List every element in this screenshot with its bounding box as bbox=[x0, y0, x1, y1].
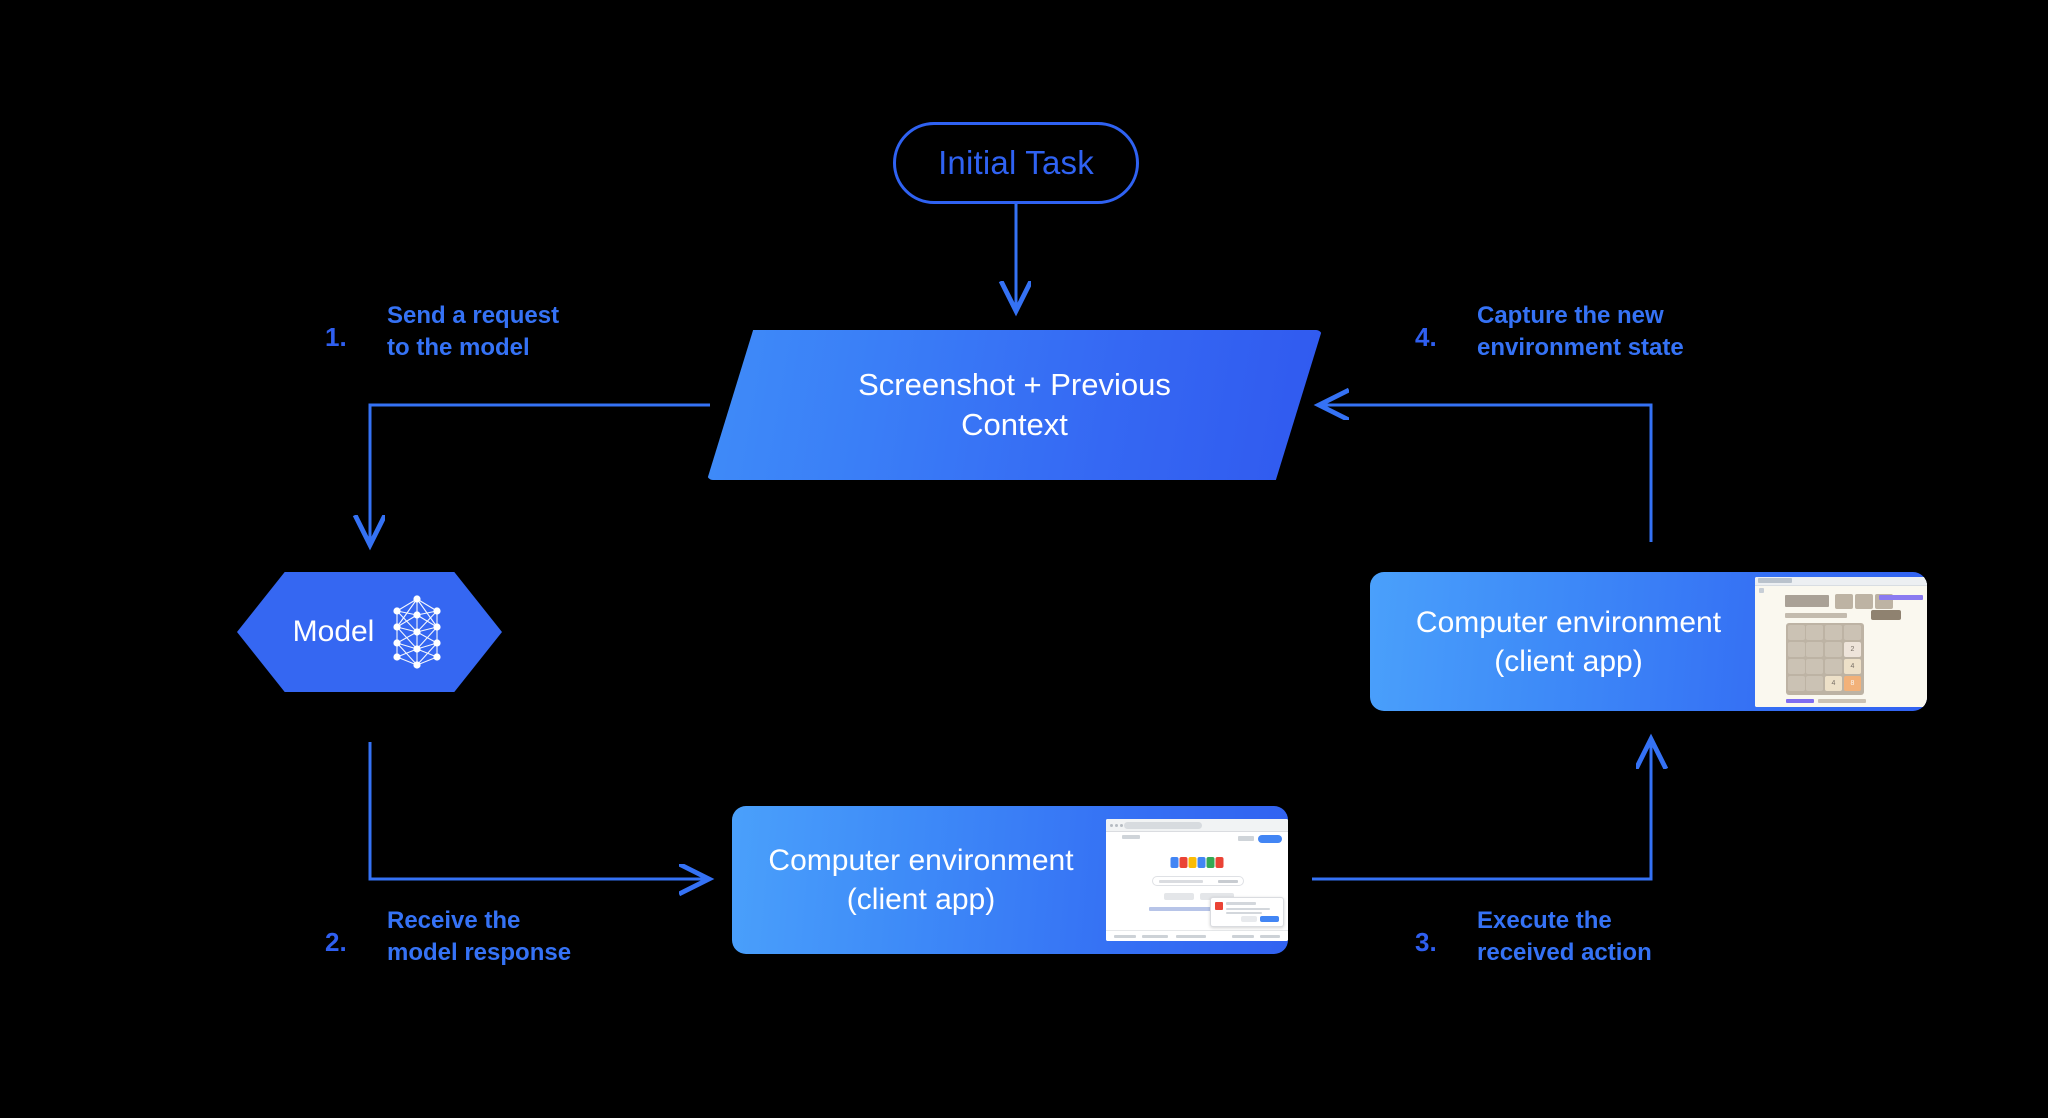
step-3-text: Execute the received action bbox=[1477, 907, 1652, 966]
google-top-links[interactable] bbox=[1238, 836, 1254, 841]
2048-cell bbox=[1788, 658, 1805, 674]
step-2-number: 2. bbox=[325, 927, 347, 957]
model-inner: Model bbox=[237, 572, 502, 692]
2048-cell bbox=[1788, 675, 1805, 691]
2048-tile: 8 bbox=[1844, 675, 1861, 691]
2048-footer-text bbox=[1818, 698, 1866, 703]
2048-cell bbox=[1788, 624, 1805, 640]
2048-tile: 4 bbox=[1844, 658, 1861, 674]
browser-popup-dialog[interactable] bbox=[1210, 897, 1284, 927]
node-initial-task[interactable]: Initial Task bbox=[893, 122, 1139, 204]
google-signin-button[interactable] bbox=[1258, 835, 1282, 843]
thumbnail-google-search[interactable] bbox=[1106, 819, 1288, 941]
computer-env-right-label: Computer environment (client app) bbox=[1388, 603, 1749, 681]
browser-menu-icon bbox=[1759, 587, 1764, 593]
browser-tab-title bbox=[1758, 578, 1792, 583]
2048-cell bbox=[1806, 675, 1823, 691]
2048-tile: 2 bbox=[1844, 641, 1861, 657]
browser-forward-icon[interactable] bbox=[1115, 824, 1118, 827]
popup-cancel-button[interactable] bbox=[1241, 916, 1257, 922]
computer-env-bottom-line1: Computer environment bbox=[768, 844, 1074, 877]
step-1-text: Send a request to the model bbox=[387, 302, 560, 361]
2048-cell bbox=[1806, 641, 1823, 657]
node-screenshot-previous-context[interactable]: Screenshot + Previous Context bbox=[707, 330, 1322, 480]
google-footer-link[interactable] bbox=[1260, 935, 1280, 938]
2048-cell bbox=[1806, 658, 1823, 674]
2048-tile: 4 bbox=[1825, 675, 1842, 691]
2048-board: 2 4 4 8 bbox=[1786, 622, 1864, 695]
computer-env-right-line2: (client app) bbox=[1494, 644, 1643, 678]
computer-env-bottom-line2: (client app) bbox=[846, 883, 996, 916]
2048-header-link[interactable] bbox=[1879, 594, 1923, 600]
context-label-line1: Screenshot + Previous bbox=[858, 367, 1171, 403]
google-footer-link[interactable] bbox=[1232, 935, 1254, 938]
google-logo-icon bbox=[1170, 857, 1224, 868]
arrow-right-env-to-context bbox=[1322, 405, 1653, 542]
2048-cell bbox=[1806, 624, 1823, 640]
browser-tabbar bbox=[1755, 576, 1927, 586]
2048-cell bbox=[1825, 624, 1842, 640]
popup-body-text bbox=[1226, 908, 1270, 910]
step-3-number: 3. bbox=[1415, 927, 1437, 957]
google-search-input[interactable] bbox=[1152, 876, 1244, 886]
browser-bookmark-row bbox=[1122, 835, 1140, 839]
browser-reload-icon[interactable] bbox=[1120, 824, 1123, 827]
initial-task-label: Initial Task bbox=[938, 144, 1094, 181]
google-footer-divider bbox=[1106, 930, 1288, 931]
computer-env-right-line1: Computer environment bbox=[1415, 605, 1722, 639]
search-placeholder bbox=[1159, 880, 1203, 883]
step-label-3: 3. Execute the received action bbox=[1415, 905, 1652, 969]
2048-score-box bbox=[1855, 593, 1873, 609]
search-icons bbox=[1218, 880, 1238, 883]
thumbnail-2048-game[interactable]: 2 4 4 8 bbox=[1755, 576, 1927, 707]
neural-network-icon bbox=[393, 595, 441, 669]
hexagon-shape bbox=[237, 572, 502, 692]
step-2-text: Receive the model response bbox=[387, 907, 572, 966]
context-label-line2: Context bbox=[961, 407, 1068, 442]
step-label-2: 2. Receive the model response bbox=[325, 905, 571, 969]
2048-cell bbox=[1825, 641, 1842, 657]
2048-site-logo bbox=[1785, 594, 1829, 607]
google-footer-link[interactable] bbox=[1114, 935, 1136, 938]
browser-back-icon[interactable] bbox=[1110, 824, 1113, 827]
2048-subtitle bbox=[1785, 612, 1847, 618]
2048-score-box bbox=[1835, 593, 1853, 609]
step-label-4: 4. Capture the new environment state bbox=[1415, 300, 1684, 364]
step-4-number: 4. bbox=[1415, 322, 1437, 352]
google-footer-link[interactable] bbox=[1176, 935, 1206, 938]
step-1-number: 1. bbox=[325, 322, 347, 352]
popup-body-text bbox=[1226, 912, 1262, 914]
2048-cell bbox=[1788, 641, 1805, 657]
google-search-button[interactable] bbox=[1164, 893, 1194, 900]
2048-new-game-button[interactable] bbox=[1871, 609, 1901, 620]
parallelogram-shape bbox=[707, 330, 1322, 480]
2048-footer-link[interactable] bbox=[1786, 698, 1814, 703]
step-4-text: Capture the new environment state bbox=[1477, 302, 1684, 361]
2048-cell bbox=[1844, 624, 1861, 640]
popup-confirm-button[interactable] bbox=[1260, 916, 1279, 922]
step-label-1: 1. Send a request to the model bbox=[325, 300, 559, 364]
google-language-links[interactable] bbox=[1149, 907, 1245, 911]
google-lucky-button[interactable] bbox=[1200, 893, 1234, 900]
browser-url-bar[interactable] bbox=[1124, 822, 1202, 829]
arrow-context-to-model bbox=[370, 403, 710, 542]
node-model[interactable]: Model bbox=[237, 572, 502, 692]
node-computer-environment-bottom[interactable]: Computer environment (client app) bbox=[732, 806, 1288, 954]
2048-cell bbox=[1825, 658, 1842, 674]
model-label: Model bbox=[292, 615, 375, 648]
context-label: Screenshot + Previous Context bbox=[707, 330, 1322, 480]
popup-app-icon bbox=[1215, 902, 1223, 910]
popup-title-text bbox=[1226, 902, 1256, 905]
arrow-bottom-env-to-right-env bbox=[1312, 742, 1651, 881]
computer-env-bottom-label: Computer environment (client app) bbox=[746, 841, 1096, 919]
arrow-model-to-bottom-env bbox=[368, 742, 706, 879]
node-computer-environment-right[interactable]: Computer environment (client app) bbox=[1370, 572, 1927, 711]
google-footer-link[interactable] bbox=[1142, 935, 1168, 938]
